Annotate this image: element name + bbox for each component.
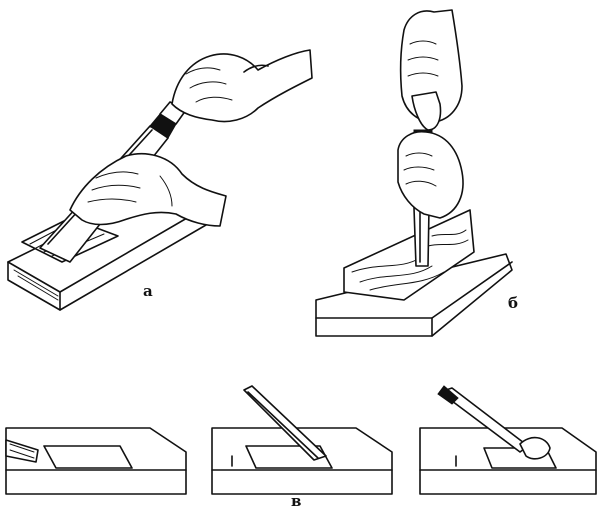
panel-label-a: а xyxy=(143,282,153,300)
panel-b-drawing xyxy=(315,9,513,337)
panel-a-drawing xyxy=(7,49,313,311)
workpiece-b xyxy=(343,209,475,301)
hand-upper-b xyxy=(399,9,463,131)
panel-c-view-2 xyxy=(211,385,393,495)
panel-c-view-1 xyxy=(5,427,187,495)
panel-c-view-3 xyxy=(419,385,597,495)
hand-upper-a xyxy=(171,49,313,123)
panel-label-c: в xyxy=(291,492,302,510)
panel-label-b: б xyxy=(508,294,519,312)
hand-lower-b xyxy=(397,130,464,219)
board-b xyxy=(315,253,513,337)
hand-lower-a xyxy=(69,152,227,227)
